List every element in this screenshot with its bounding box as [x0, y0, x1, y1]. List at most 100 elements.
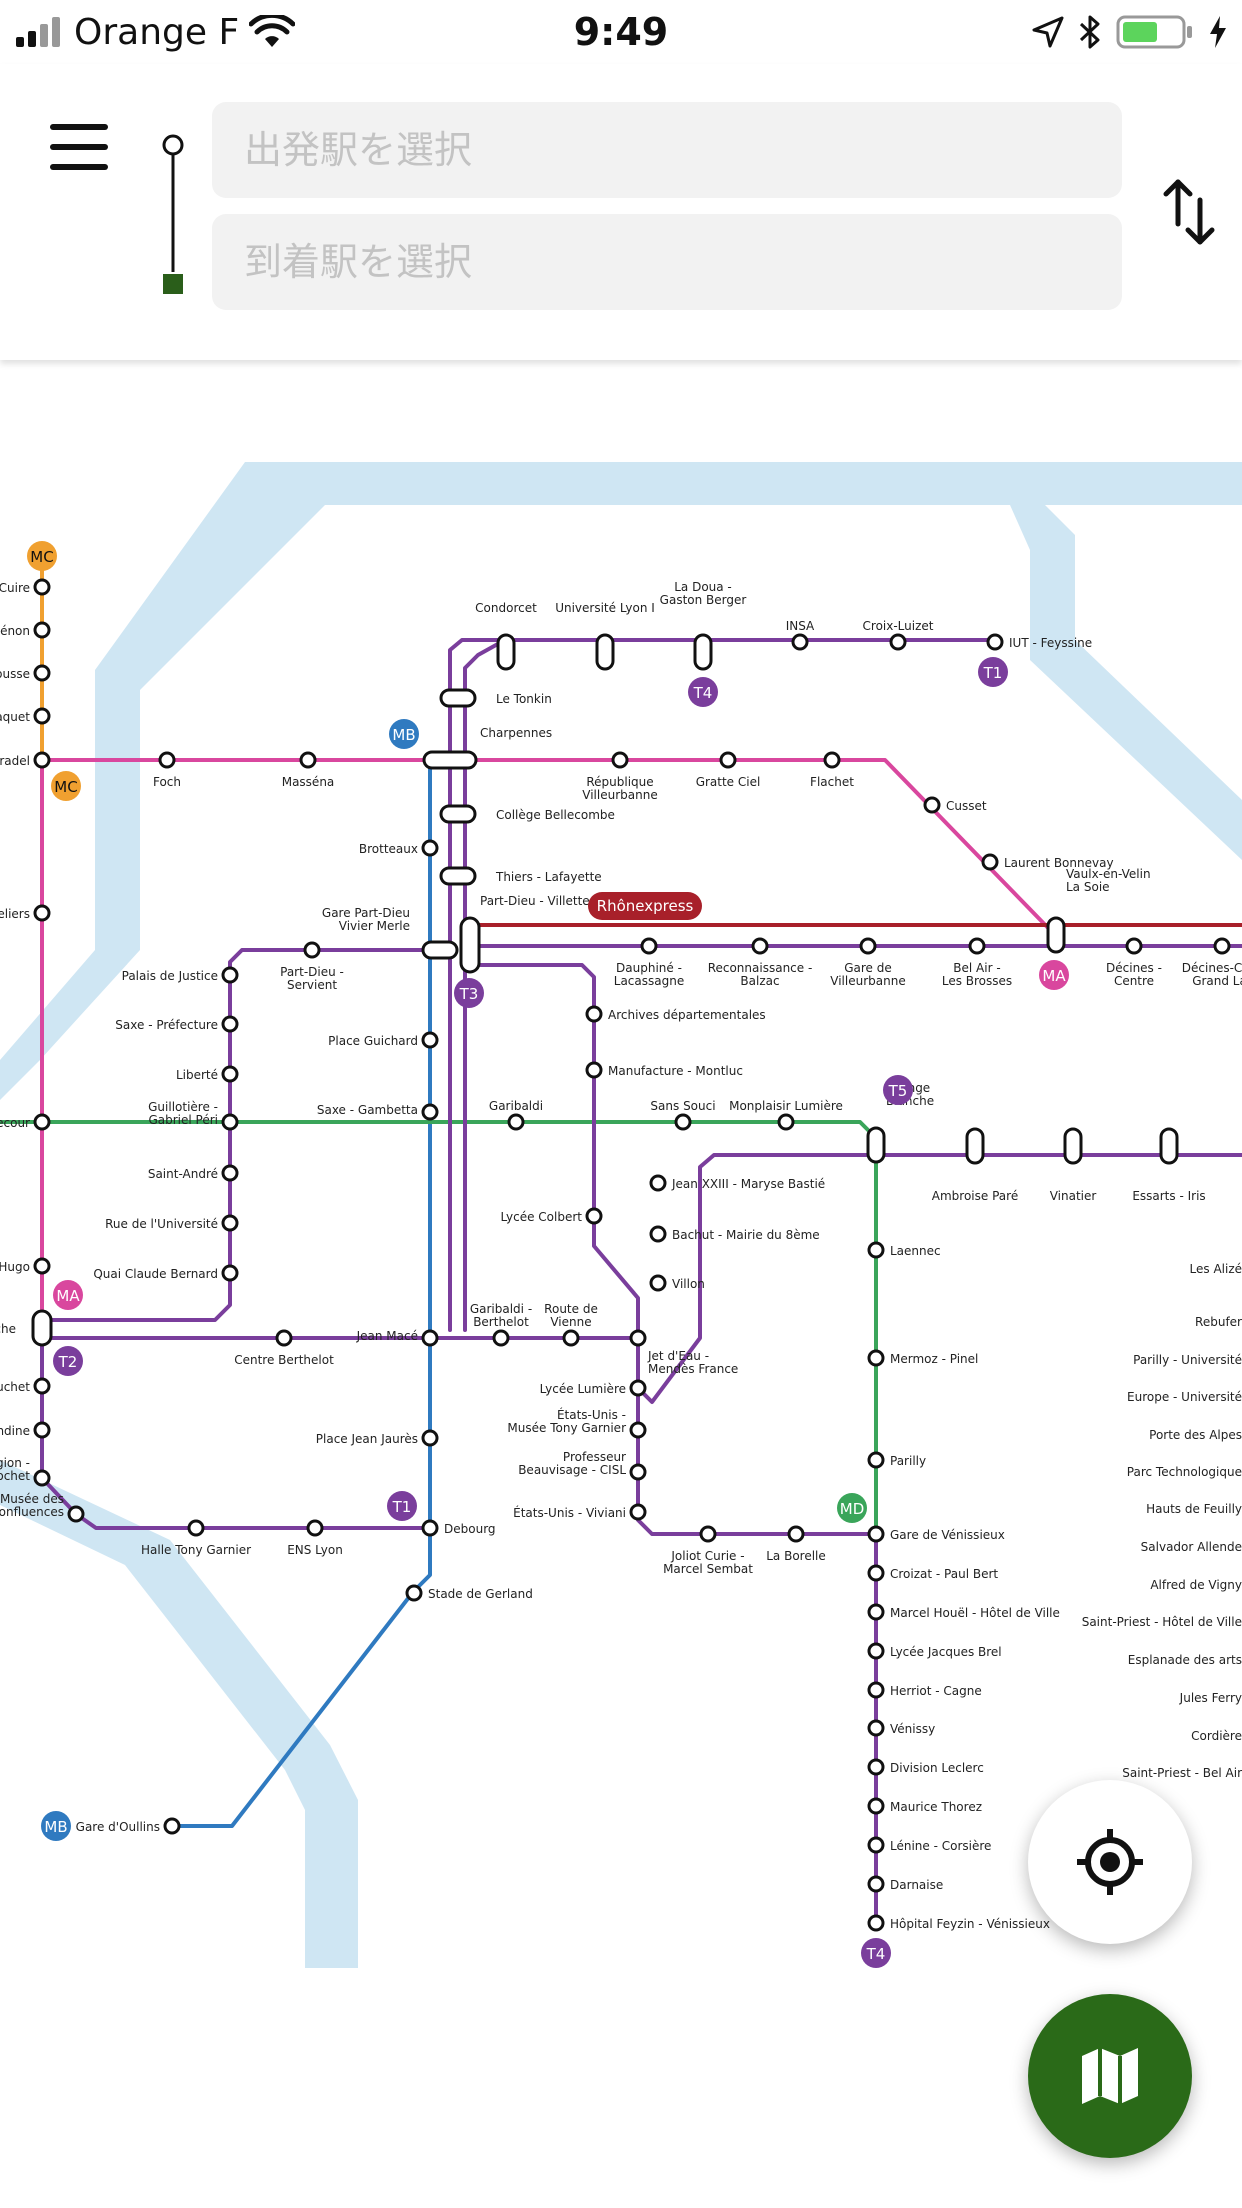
station-rueuniversite[interactable] — [221, 1214, 239, 1232]
station-croixluizet[interactable] — [889, 633, 907, 651]
station-darnaise[interactable] — [867, 1875, 885, 1893]
station-etatsunistony[interactable] — [629, 1421, 647, 1439]
station-saintandre[interactable] — [221, 1164, 239, 1182]
station-jeanmace[interactable] — [421, 1329, 439, 1347]
station-lyceecolbert[interactable] — [585, 1207, 603, 1225]
station-republique[interactable] — [611, 751, 629, 769]
station-laborelle[interactable] — [787, 1525, 805, 1543]
station-garibaldi[interactable] — [507, 1113, 525, 1131]
menu-button[interactable] — [46, 118, 116, 178]
station-stadegerland[interactable] — [405, 1584, 423, 1602]
station-cuire[interactable] — [33, 578, 51, 596]
station-croixpaquet[interactable] — [33, 707, 51, 725]
station-mauricethorez[interactable] — [867, 1797, 885, 1815]
station-insa[interactable] — [791, 633, 809, 651]
station-brotteaux[interactable] — [421, 839, 439, 857]
station-lyceelumiere[interactable] — [629, 1379, 647, 1397]
station-dauphine[interactable] — [640, 937, 658, 955]
station-divisionleclerc[interactable] — [867, 1758, 885, 1776]
station-monplaisir[interactable] — [777, 1113, 795, 1131]
line-badge-circle — [53, 1346, 83, 1376]
station-hallegarnier[interactable] — [187, 1519, 205, 1537]
station-liberte[interactable] — [221, 1065, 239, 1083]
station-iutfeyssine[interactable] — [986, 633, 1004, 651]
station-decinescentre[interactable] — [1125, 937, 1143, 955]
station-hoteldeville[interactable] — [33, 751, 51, 769]
station-jetdeau[interactable] — [629, 1329, 647, 1347]
station-cusset[interactable] — [923, 796, 941, 814]
station-label-line: Herriot - Cagne — [890, 1684, 982, 1698]
station-reconnaissance[interactable] — [751, 937, 769, 955]
station-sanssouci[interactable] — [674, 1113, 692, 1131]
status-left: Orange F — [16, 10, 296, 54]
station-centreberthelot[interactable] — [275, 1329, 293, 1347]
station-guillotiere[interactable] — [221, 1113, 239, 1131]
station-herriotcagne[interactable] — [867, 1681, 885, 1699]
station-belair[interactable] — [968, 937, 986, 955]
station-debourg[interactable] — [421, 1519, 439, 1537]
station-label-line: onfluences — [0, 1505, 64, 1519]
station-villon[interactable] — [649, 1274, 667, 1292]
station-professeurbeauvisage[interactable] — [629, 1463, 647, 1481]
station-label-line: Vénissy — [890, 1722, 935, 1736]
station-laennec[interactable] — [867, 1241, 885, 1259]
station-hotelregion[interactable] — [33, 1469, 51, 1487]
line-badge-label: T5 — [888, 1082, 908, 1100]
station-flachet[interactable] — [823, 751, 841, 769]
station-label-bachut: Bachut - Mairie du 8ème — [672, 1228, 820, 1242]
station-garevilleurbanne[interactable] — [859, 937, 877, 955]
station-venissy[interactable] — [867, 1719, 885, 1737]
station-quaiclaudebernard[interactable] — [221, 1264, 239, 1282]
station-decinesgrandlarge[interactable] — [1213, 937, 1231, 955]
station-massena[interactable] — [299, 751, 317, 769]
transit-map[interactable]: CuireénonousseaquetradelFochMassénaCharp… — [0, 362, 1242, 1982]
locate-me-button[interactable] — [1028, 1780, 1192, 1944]
station-label-manufacture: Manufacture - Montluc — [608, 1064, 743, 1078]
station-partdieuservient[interactable] — [303, 941, 321, 959]
station-placejeanjaures[interactable] — [421, 1429, 439, 1447]
station-suchet[interactable] — [33, 1377, 51, 1395]
station-saxeprefecture[interactable] — [221, 1015, 239, 1033]
station-leninecorsiere[interactable] — [867, 1836, 885, 1854]
station-foch[interactable] — [158, 751, 176, 769]
line-badge-label: MA — [56, 1287, 80, 1305]
station-cordeliers[interactable] — [33, 904, 51, 922]
departure-station-input[interactable] — [212, 102, 1122, 198]
station-archives[interactable] — [585, 1005, 603, 1023]
station-croixrousse[interactable] — [33, 664, 51, 682]
swap-stations-button[interactable] — [1160, 172, 1220, 252]
station-garevenissieux[interactable] — [867, 1525, 885, 1543]
station-henon[interactable] — [33, 621, 51, 639]
station-jeanxxiii[interactable] — [649, 1174, 667, 1192]
station-labels: CuireénonousseaquetradelFochMassénaCharp… — [0, 580, 1242, 1931]
station-palaisjustice[interactable] — [221, 966, 239, 984]
station-marcelhouel[interactable] — [867, 1603, 885, 1621]
station-saxegambetta[interactable] — [421, 1103, 439, 1121]
station-label-line: Lénine - Corsière — [890, 1839, 991, 1853]
station-bellecour[interactable] — [33, 1113, 51, 1131]
station-bachut[interactable] — [649, 1225, 667, 1243]
location-arrow-icon — [1032, 16, 1064, 48]
station-croizat[interactable] — [867, 1564, 885, 1582]
station-enslyon[interactable] — [306, 1519, 324, 1537]
station-lyceejacquesbrel[interactable] — [867, 1642, 885, 1660]
station-hopitalfeyzin[interactable] — [867, 1914, 885, 1932]
station-gratteciel[interactable] — [719, 751, 737, 769]
station-garibaldiberthelot[interactable] — [492, 1329, 510, 1347]
station-parilly[interactable] — [867, 1451, 885, 1469]
station-manufacture[interactable] — [585, 1061, 603, 1079]
station-label-sainteblandine: ndine — [0, 1424, 30, 1438]
station-placeguichard[interactable] — [421, 1031, 439, 1049]
station-joliotcurie[interactable] — [699, 1525, 717, 1543]
station-label-line: Gabriel Péri — [148, 1113, 218, 1127]
station-etatsunisviviani[interactable] — [629, 1503, 647, 1521]
station-sainteblandine[interactable] — [33, 1421, 51, 1439]
station-mermozpinel[interactable] — [867, 1349, 885, 1367]
station-victorhugo[interactable] — [33, 1257, 51, 1275]
arrival-station-input[interactable] — [212, 214, 1122, 310]
station-museeconfluences[interactable] — [67, 1505, 85, 1523]
station-laurentbonnevay[interactable] — [981, 853, 999, 871]
map-view-button[interactable] — [1028, 1994, 1192, 2158]
station-garedoullins[interactable] — [163, 1817, 181, 1835]
station-routevienne[interactable] — [562, 1329, 580, 1347]
